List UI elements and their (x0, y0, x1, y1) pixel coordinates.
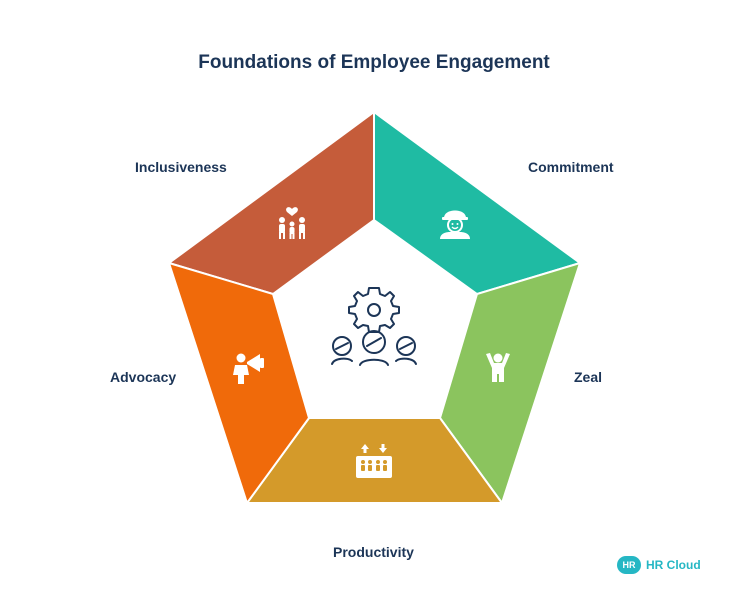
label-commitment: Commitment (528, 159, 614, 175)
hr-cloud-logo: HR HR Cloud (617, 554, 701, 576)
label-zeal: Zeal (574, 369, 603, 385)
diagram-title: Foundations of Employee Engagement (198, 52, 550, 73)
worker-helmet-icon (440, 210, 470, 239)
cheering-person-icon (486, 353, 510, 382)
person-megaphone-icon (233, 353, 264, 384)
label-inclusiveness: Inclusiveness (135, 159, 227, 175)
center-pentagon (273, 220, 477, 418)
label-advocacy: Advocacy (110, 369, 177, 385)
logo-text: HR Cloud (646, 558, 701, 572)
gear-team-icon (331, 287, 417, 366)
logo-badge: HR (617, 556, 641, 574)
label-productivity: Productivity (333, 544, 414, 560)
team-board-arrows-icon (356, 444, 392, 478)
family-heart-icon (279, 207, 305, 239)
